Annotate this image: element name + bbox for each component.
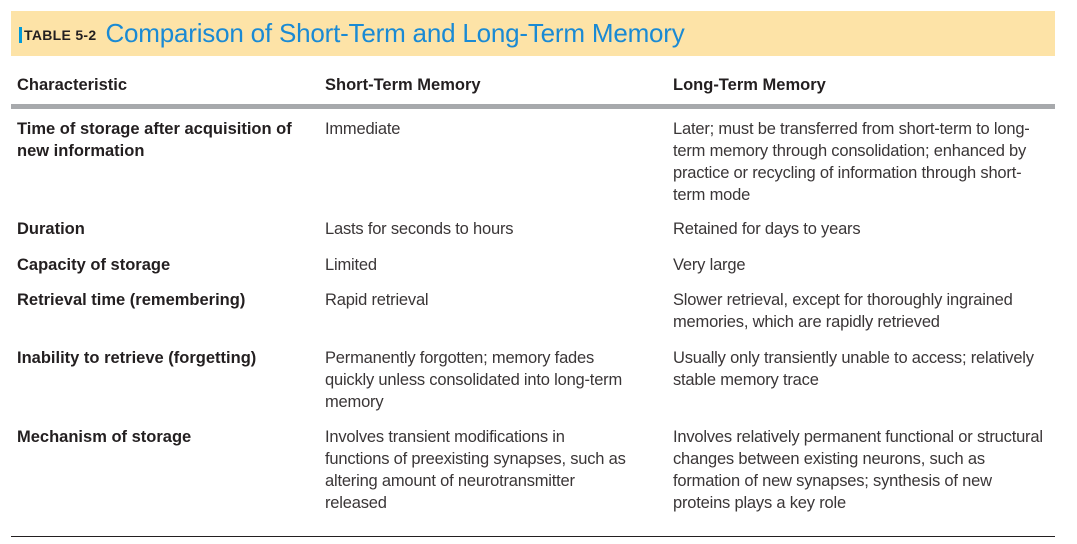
- column-header-characteristic: Characteristic: [17, 76, 128, 94]
- table-row: Capacity of storage Limited Very large: [11, 254, 1055, 289]
- table-bottom-rule: [11, 536, 1055, 537]
- row-short-term: Immediate: [325, 120, 401, 138]
- row-long-term: Retained for days to years: [673, 220, 861, 238]
- row-characteristic: Mechanism of storage: [17, 428, 192, 446]
- row-long-term: Slower retrieval, except for thoroughly …: [673, 291, 1013, 331]
- table-label: TABLE 5-2: [24, 27, 97, 43]
- row-short-term: Permanently forgotten; memory fades quic…: [325, 349, 623, 411]
- row-characteristic: Capacity of storage: [17, 256, 171, 274]
- column-header-long-term: Long-Term Memory: [673, 76, 826, 94]
- row-long-term: Later; must be transferred from short-te…: [673, 120, 1030, 204]
- table-row: Inability to retrieve (forgetting) Perma…: [11, 347, 1055, 426]
- row-short-term: Lasts for seconds to hours: [325, 220, 514, 238]
- table-container: TABLE 5-2 Comparison of Short-Term and L…: [11, 11, 1055, 537]
- row-short-term: Involves transient modifications in func…: [325, 428, 626, 512]
- row-characteristic: Retrieval time (remembering): [17, 291, 246, 309]
- row-characteristic: Duration: [17, 220, 85, 238]
- row-characteristic: Inability to retrieve (forgetting): [17, 349, 257, 367]
- row-long-term: Usually only transiently unable to acces…: [673, 349, 1034, 389]
- table-title: Comparison of Short-Term and Long-Term M…: [105, 18, 685, 48]
- row-long-term: Very large: [673, 256, 746, 274]
- table-row: Duration Lasts for seconds to hours Reta…: [11, 218, 1055, 254]
- table-row: Retrieval time (remembering) Rapid retri…: [11, 289, 1055, 347]
- column-header-short-term: Short-Term Memory: [325, 76, 481, 94]
- table-body: Time of storage after acquisition of new…: [11, 109, 1055, 516]
- row-short-term: Rapid retrieval: [325, 291, 429, 309]
- table-row: Time of storage after acquisition of new…: [11, 118, 1055, 218]
- row-long-term: Involves relatively permanent functional…: [673, 428, 1043, 512]
- table-row: Mechanism of storage Involves transient …: [11, 426, 1055, 516]
- row-short-term: Limited: [325, 256, 377, 274]
- row-characteristic: Time of storage after acquisition of new…: [17, 120, 292, 160]
- table-title-bar: TABLE 5-2 Comparison of Short-Term and L…: [11, 11, 1055, 56]
- title-marker-icon: [19, 27, 22, 43]
- table-header-row: Characteristic Short-Term Memory Long-Te…: [11, 56, 1055, 109]
